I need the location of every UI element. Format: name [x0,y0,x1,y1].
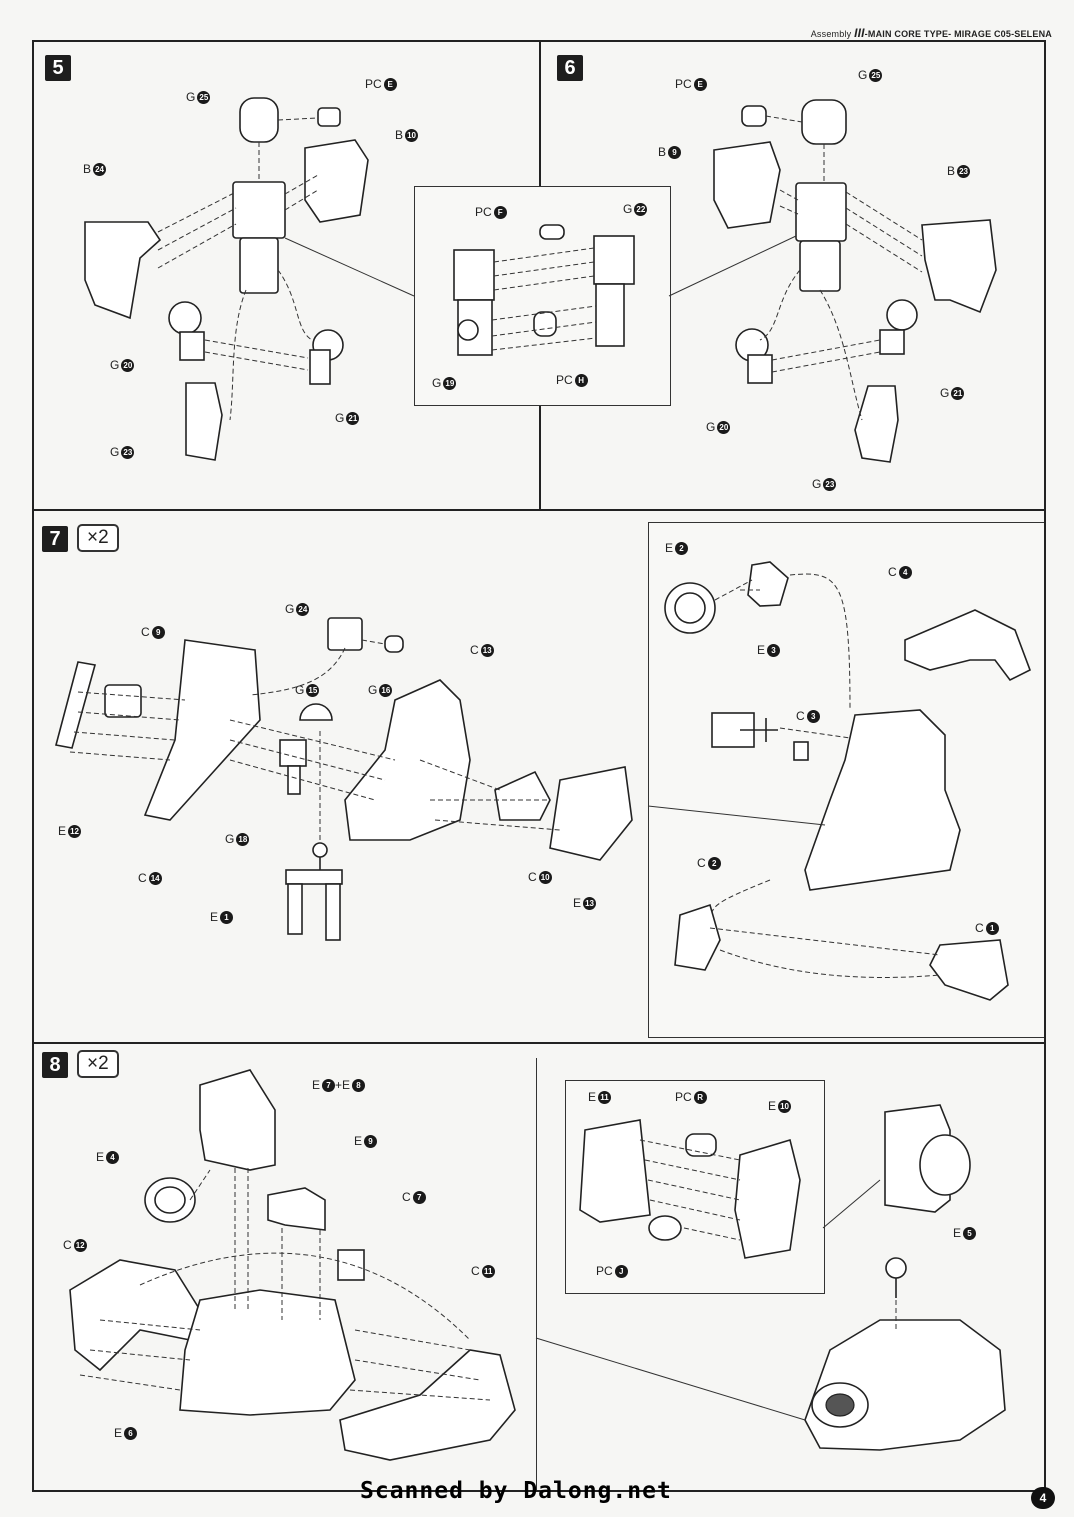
header-assembly: Assembly [810,29,852,39]
header-title: -MAIN CORE TYPE- MIRAGE C05-SELENA [864,29,1052,39]
page-number: 4 [1031,1487,1055,1509]
divider-row1 [32,509,1046,511]
page-header: Assembly III-MAIN CORE TYPE- MIRAGE C05-… [811,26,1052,40]
step-5-badge: 5 [45,55,71,81]
step-6-badge: 6 [557,55,583,81]
step-8-multiplier: ×2 [77,1050,119,1078]
step-8-side-parts [535,1104,1006,1451]
step-5-inset-parts [453,224,635,356]
step-5-parts [84,97,415,461]
step-7-badge: 7 [42,526,68,552]
step-6-parts [668,99,997,463]
step-7-multiplier: ×2 [77,524,119,552]
step-8-badge: 8 [42,1052,68,1078]
divider-row2 [32,1042,1046,1044]
step-7-inset-parts [647,561,1032,1001]
scanner-watermark: Scanned by Dalong.net [360,1478,672,1504]
step-8-inset-parts [579,1119,801,1259]
step-7-parts [55,617,633,941]
step-8-parts [69,1069,516,1461]
inset-step8b [536,1058,1047,1490]
header-roman: III [854,26,865,40]
